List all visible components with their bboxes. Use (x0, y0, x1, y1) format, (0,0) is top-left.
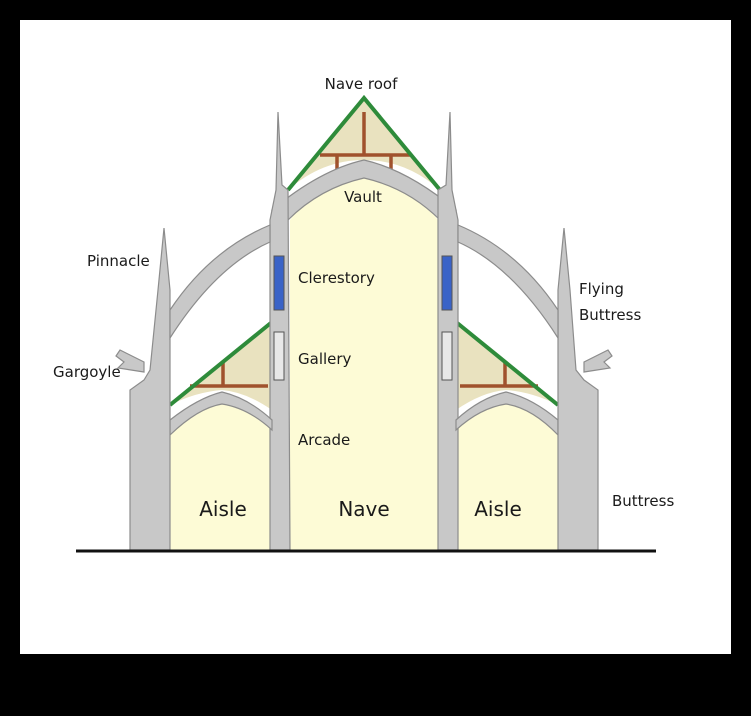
right-gargoyle (583, 349, 613, 373)
stone-structure (115, 111, 613, 551)
left-aisle-interior (170, 398, 272, 550)
left-gallery-opening (273, 331, 285, 381)
nave-roof-timbers (320, 112, 410, 170)
nave-interior (290, 168, 438, 550)
label-arcade: Arcade (298, 431, 350, 449)
nave-roof-line (286, 94, 442, 192)
left-aisle-roof-line (168, 320, 274, 407)
left-aisle-roof-timbers (190, 362, 268, 388)
left-gargoyle (115, 349, 145, 373)
right-aisle-interior (456, 398, 558, 550)
left-nave-pier (269, 111, 291, 551)
left-flying-buttress (169, 224, 271, 341)
right-outer-buttress (557, 227, 599, 551)
right-flying-buttress (457, 224, 559, 341)
label-gargoyle: Gargoyle (53, 363, 121, 381)
label-nave-roof: Nave roof (325, 75, 398, 93)
label-vault: Vault (344, 188, 382, 206)
label-flying: Flying (579, 280, 624, 298)
label-aisle-right: Aisle (474, 497, 522, 521)
right-gallery-opening (441, 331, 453, 381)
right-aisle-roof-line (454, 320, 560, 407)
right-nave-pier (437, 111, 459, 551)
label-clerestory: Clerestory (298, 269, 375, 287)
left-outer-buttress (129, 227, 171, 551)
diagram-canvas: Nave roof Vault Pinnacle Clerestory Flyi… (20, 20, 731, 654)
left-aisle-vault-arch (169, 391, 273, 437)
cathedral-cross-section-diagram: Nave roof Vault Pinnacle Clerestory Flyi… (53, 75, 674, 553)
label-flying-buttress: Buttress (579, 306, 641, 324)
label-buttress: Buttress (612, 492, 674, 510)
label-pinnacle: Pinnacle (87, 252, 150, 270)
right-aisle-roof-timbers (460, 362, 538, 388)
left-clerestory-window (273, 255, 285, 311)
label-nave: Nave (338, 497, 389, 521)
right-clerestory-window (441, 255, 453, 311)
label-gallery: Gallery (298, 350, 352, 368)
label-aisle-left: Aisle (199, 497, 247, 521)
